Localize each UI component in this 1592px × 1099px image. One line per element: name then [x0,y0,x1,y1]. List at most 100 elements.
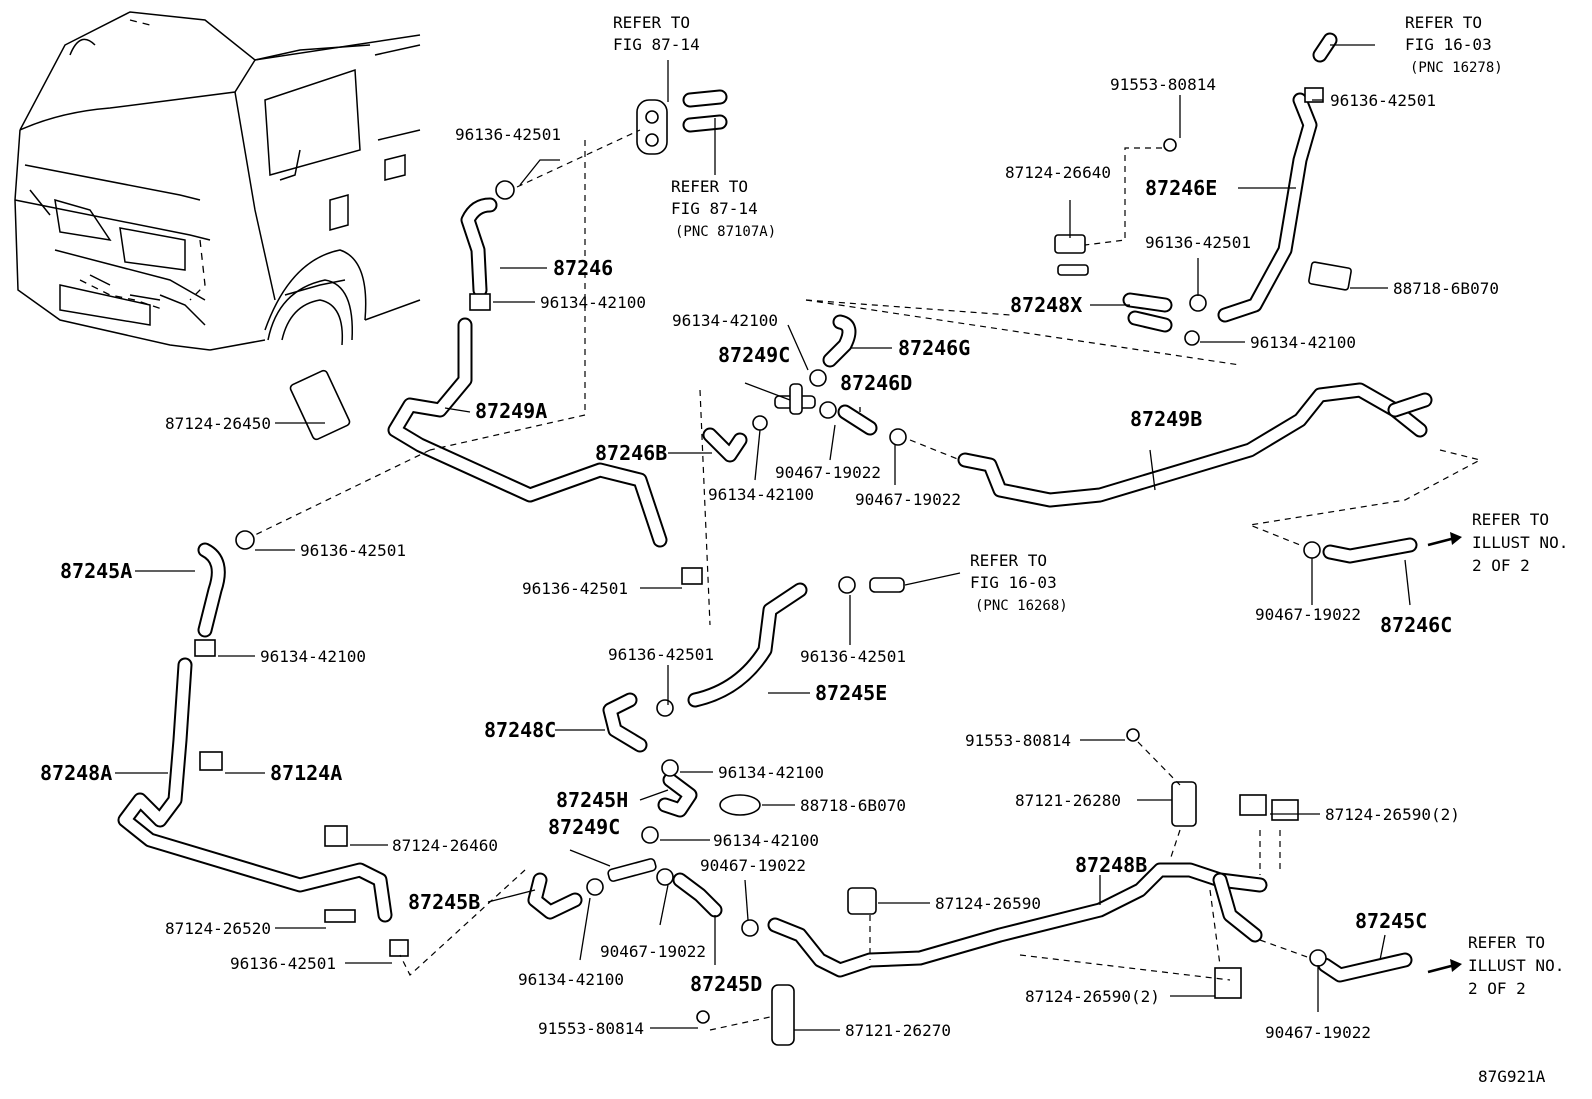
bolt-icon [1163,138,1177,152]
part-label-96134-42100: 96134-42100 [1250,333,1356,352]
part-label-90467-19022: 90467-19022 [775,463,881,482]
refer-fig-16-03-mid-line1: REFER TO [970,551,1047,570]
part-label-96136-42501: 96136-42501 [455,125,561,144]
leader-lines [115,44,1411,1031]
refer-fig-87-14-top-line1: REFER TO [613,13,690,32]
clip-icon [1239,794,1267,816]
clip-icon [681,567,703,585]
refer-fig-16-03-top-line3: (PNC 16278) [1410,60,1503,76]
clip-icon [469,293,491,311]
part-label-87246: 87246 [553,256,613,280]
part-label-87249B: 87249B [1130,407,1202,431]
bracket-part [289,369,351,441]
part-label-96134-42100: 96134-42100 [518,970,624,989]
clamp-icon [656,699,674,717]
refer-illust-a-line1: REFER TO [1472,510,1549,529]
clamp-icon [889,428,907,446]
part-label-87249C: 87249C [718,343,790,367]
part-label-96134-42100: 96134-42100 [708,485,814,504]
clamp-icon [586,878,604,896]
small-parts [194,87,1462,1046]
clip-icon [1214,967,1242,999]
part-label-87124-26590-2: 87124-26590(2) [1025,987,1160,1006]
clamp-icon [741,919,759,937]
clamp-icon [838,576,856,594]
hose-set [117,32,1433,983]
part-label-87245C: 87245C [1355,909,1427,933]
clip-icon [1271,799,1299,821]
part-label-96136-42501: 96136-42501 [1145,233,1251,252]
part-label-87245B: 87245B [408,890,480,914]
part-label-91553-80814: 91553-80814 [965,731,1071,750]
refer-fig-16-03-mid-line2: FIG 16-03 [970,573,1057,592]
part-label-87124-26460: 87124-26460 [392,836,498,855]
part-label-87245H: 87245H [556,788,628,812]
part-label-96136-42501: 96136-42501 [608,645,714,664]
clamp-icon [809,369,827,387]
clip-icon [199,751,223,771]
part-label-96136-42501: 96136-42501 [522,579,628,598]
part-label-87248C: 87248C [484,718,556,742]
clip-icon [1304,87,1324,103]
part-label-87124-26590: 87124-26590 [935,894,1041,913]
part-label-87245D: 87245D [690,972,762,996]
part-label-96134-42100: 96134-42100 [672,311,778,330]
part-label-87124-26640: 87124-26640 [1005,163,1111,182]
tee-connector-part [607,858,657,882]
clamp-icon [495,180,515,200]
part-label-87246G: 87246G [898,336,970,360]
clamp-icon [752,415,768,431]
bolt-icon [1126,728,1140,742]
part-label-87246C: 87246C [1380,613,1452,637]
part-label-91553-80814: 91553-80814 [538,1019,644,1038]
part-label-87246E: 87246E [1145,176,1217,200]
part-label-87124-26520: 87124-26520 [165,919,271,938]
refer-illust-b-line1: REFER TO [1468,933,1545,952]
part-label-90467-19022: 90467-19022 [1265,1023,1371,1042]
part-label-87248B: 87248B [1075,853,1147,877]
van-illustration [14,11,421,351]
part-label-87121-26280: 87121-26280 [1015,791,1121,810]
clamp-icon [1184,330,1200,346]
part-label-87246D: 87246D [840,371,912,395]
part-label-87249A: 87249A [475,399,547,423]
part-label-96136-42501: 96136-42501 [300,541,406,560]
refer-illust-a-line3: 2 OF 2 [1472,556,1530,575]
part-label-96136-42501: 96136-42501 [230,954,336,973]
part-label-87124A: 87124A [270,761,342,785]
clip-icon [389,939,409,957]
part-label-96136-42501: 96136-42501 [1330,91,1436,110]
refer-fig-16-03-top-line1: REFER TO [1405,13,1482,32]
part-label-87245A: 87245A [60,559,132,583]
part-label-87246B: 87246B [595,441,667,465]
part-label-90467-19022: 90467-19022 [600,942,706,961]
clamp-icon [1189,294,1207,312]
part-label-96134-42100: 96134-42100 [540,293,646,312]
clip-icon [847,887,877,915]
part-label-87248A: 87248A [40,761,112,785]
part-label-87248X: 87248X [1010,293,1082,317]
part-label-96134-42100: 96134-42100 [718,763,824,782]
clamp-icon [819,401,837,419]
bracket-part [771,984,795,1046]
refer-illust-b-line3: 2 OF 2 [1468,979,1526,998]
part-label-90467-19022: 90467-19022 [700,856,806,875]
part-label-87249C: 87249C [548,815,620,839]
bolt-icon [696,1010,710,1024]
part-labels: REFER TO FIG 87-14 REFER TO FIG 87-14 (P… [40,13,1568,1086]
clip-icon [324,909,356,923]
clamp-icon [656,868,674,886]
clamp-icon [235,530,255,550]
refer-illust-a-line2: ILLUST NO. [1472,533,1568,552]
part-label-91553-80814: 91553-80814 [1110,75,1216,94]
clip-icon [1308,261,1352,291]
refer-fig-87-14-mid-line2: FIG 87-14 [671,199,758,218]
clamp-icon [1303,541,1321,559]
illustration-code: 87G921A [1478,1067,1546,1086]
part-label-96134-42100: 96134-42100 [260,647,366,666]
part-label-96134-42100: 96134-42100 [713,831,819,850]
clip-icon [719,794,761,816]
clamp-icon [641,826,659,844]
clip-icon [194,639,216,657]
